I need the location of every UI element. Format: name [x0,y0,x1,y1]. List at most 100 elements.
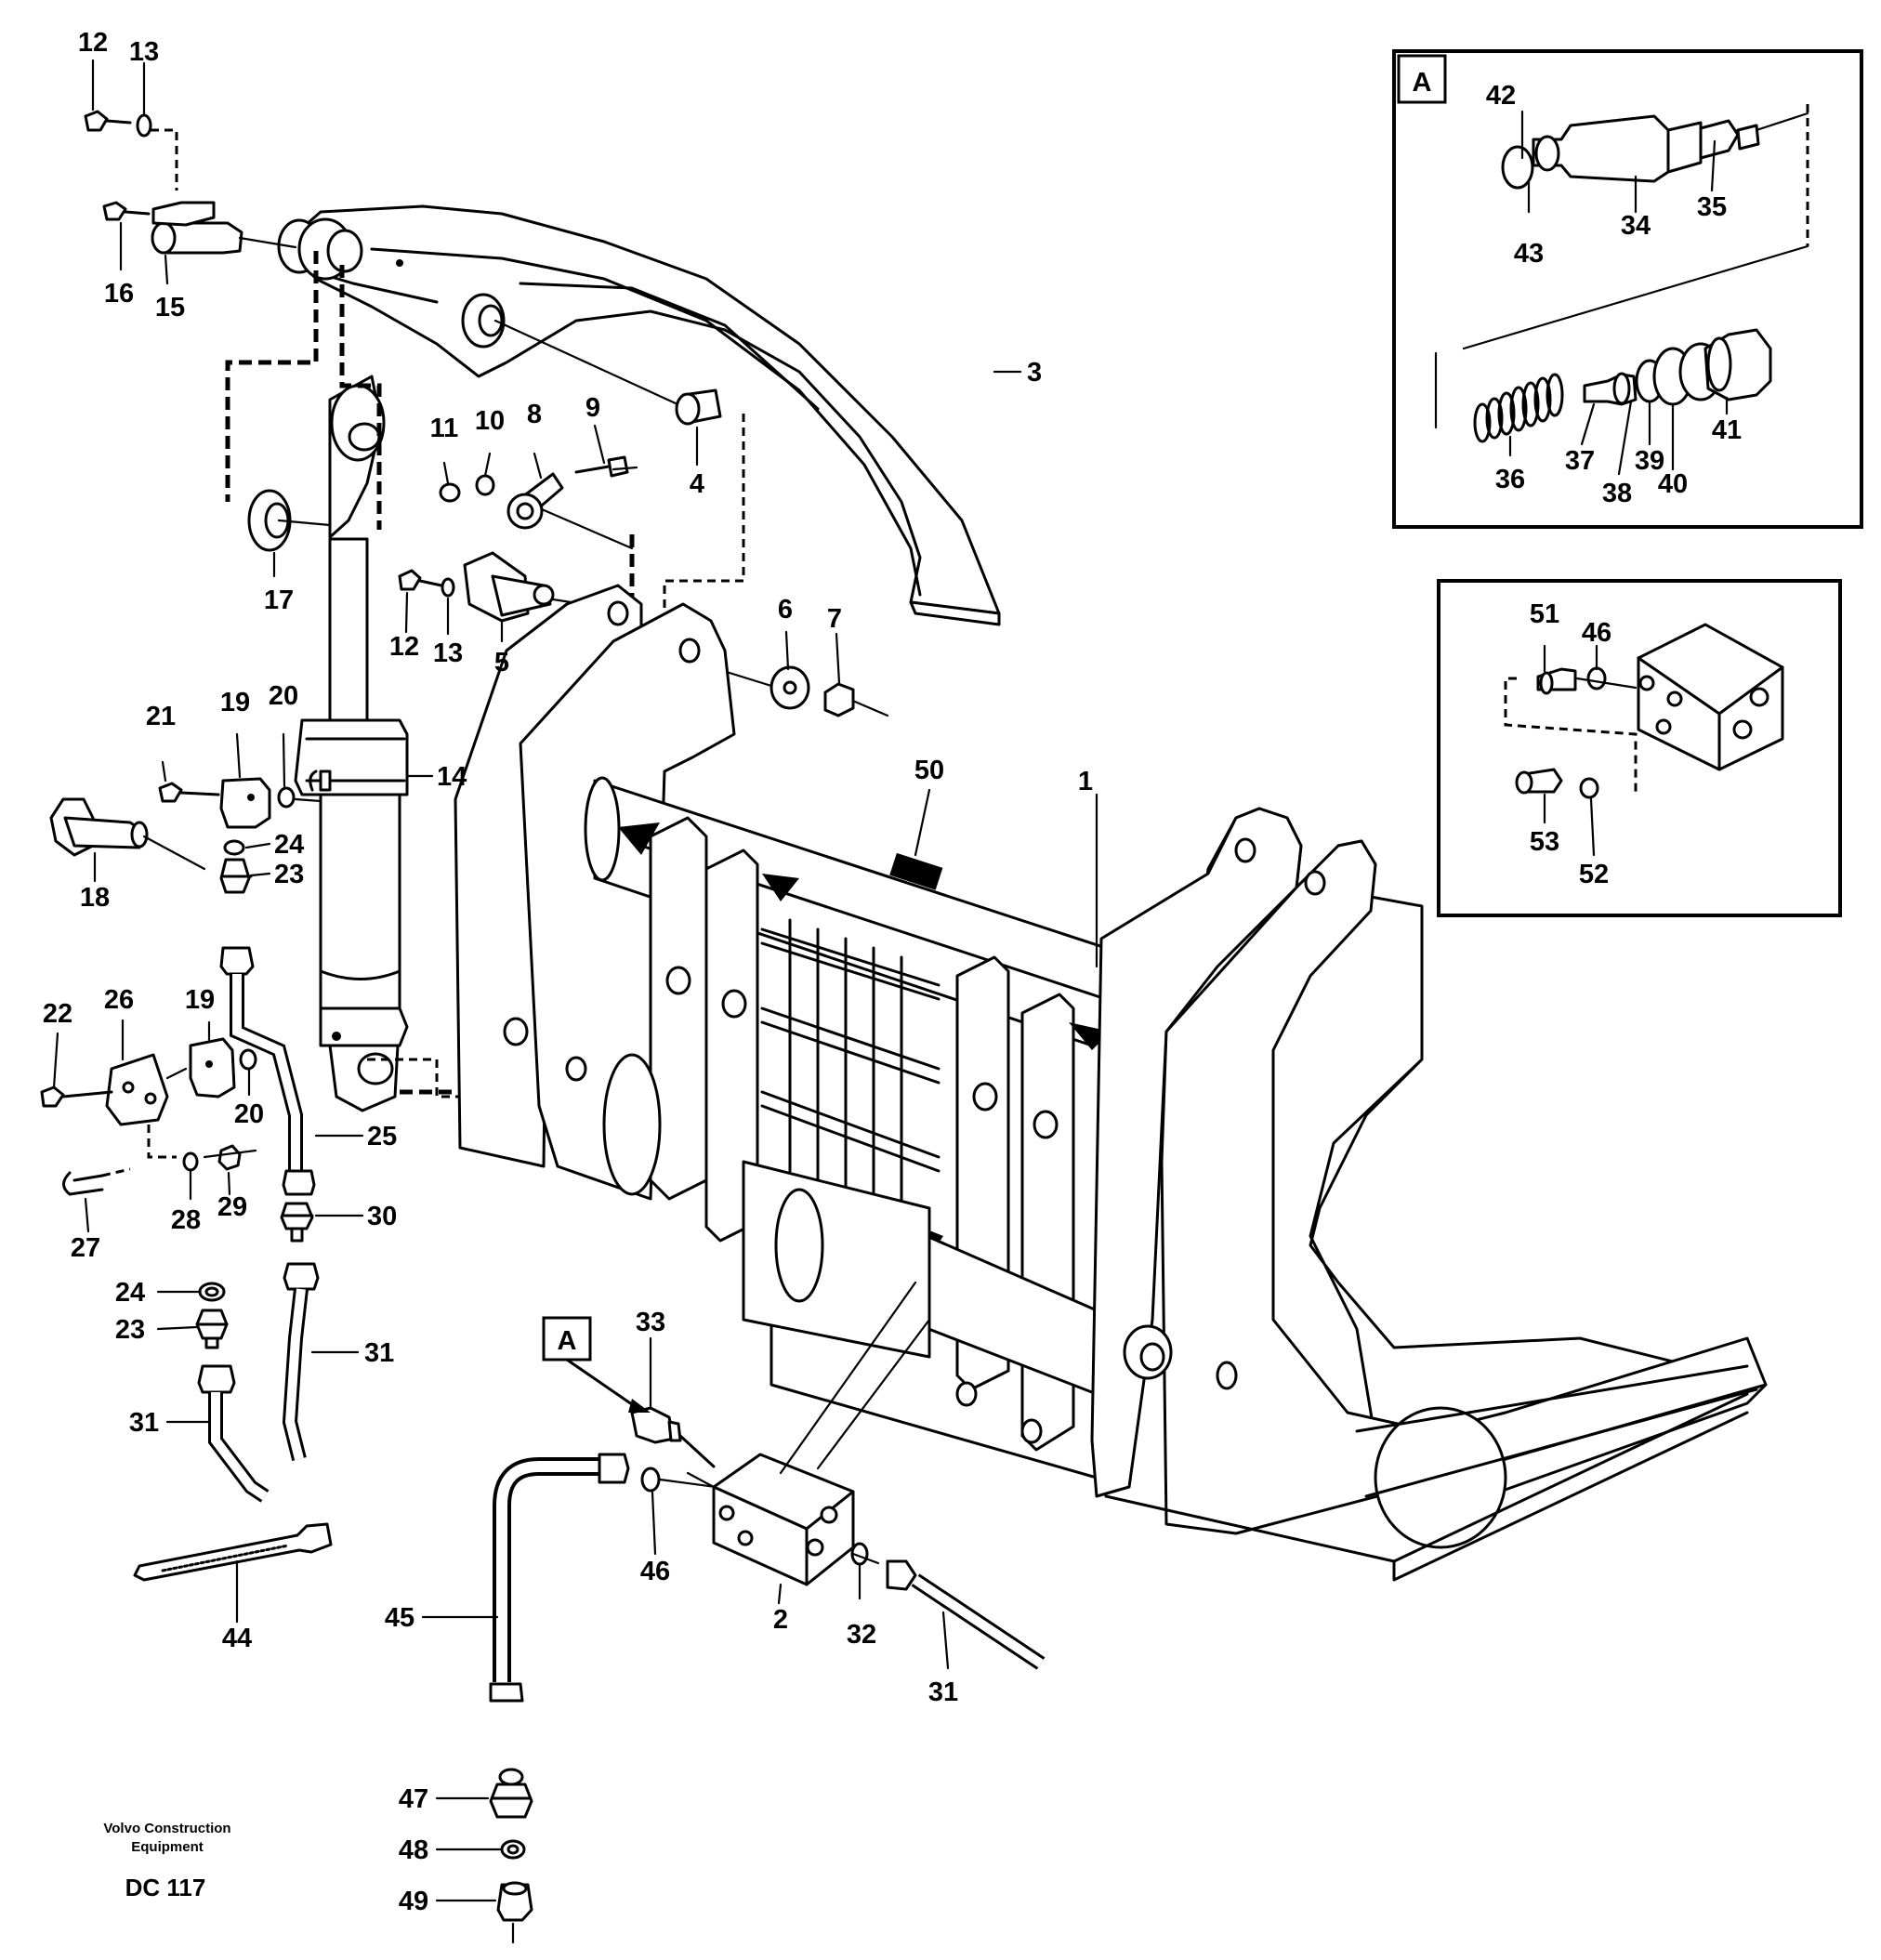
bracket-19-top [158,732,322,829]
label-48: 48 [399,1835,428,1865]
credit-line-2: Equipment [131,1839,204,1855]
pin-15-group [102,201,297,285]
label-27: 27 [71,1233,100,1263]
label-10: 10 [475,406,505,436]
label-7: 7 [827,604,842,634]
hose-31-right [850,1542,1046,1670]
label-36: 36 [1495,465,1525,494]
detail-box-valve-block [1437,579,1842,917]
label-12-b: 12 [389,632,419,662]
detail-box-a: A [1392,49,1863,529]
label-31-b: 31 [129,1408,159,1438]
label-11: 11 [430,414,459,443]
label-29: 29 [217,1192,247,1222]
label-32: 32 [847,1620,876,1650]
label-40: 40 [1658,469,1688,499]
valve-block-2 [686,1281,931,1605]
part-labels: 12 13 16 15 3 4 11 10 8 9 17 12 13 5 6 7… [43,28,1742,1916]
fittings-47-48-49 [435,1768,533,1944]
fitting-30 [280,1202,364,1243]
washer-nut-28-29 [182,1144,257,1201]
label-33: 33 [636,1308,665,1337]
label-44: 44 [222,1624,252,1653]
drawing-code: DC 117 [125,1874,206,1901]
label-19-b: 19 [185,985,215,1015]
label-24: 24 [274,830,304,860]
label-46: 46 [640,1557,670,1586]
label-35: 35 [1697,192,1727,222]
label-9: 9 [585,393,600,423]
label-26: 26 [104,985,134,1015]
label-47: 47 [399,1784,428,1814]
fasteners-6-7 [686,630,889,717]
label-13-b: 13 [433,638,463,668]
label-37: 37 [1565,446,1595,476]
label-41: 41 [1712,415,1742,445]
publisher-credit: Volvo Construction Equipment DC 117 [103,1821,230,1901]
label-38: 38 [1602,479,1632,508]
label-46-b: 46 [1582,618,1611,648]
label-34: 34 [1621,211,1651,241]
fitting-23-24-top [219,839,271,894]
label-43: 43 [1514,239,1544,269]
label-1: 1 [1078,767,1093,796]
label-20-b: 20 [234,1099,264,1129]
label-22: 22 [43,999,72,1029]
label-31: 31 [364,1338,394,1368]
label-24-b: 24 [115,1278,145,1308]
detail-tag-a: A [558,1326,577,1356]
grapple-frame [454,584,1768,1582]
fasteners-8-11 [439,424,638,550]
label-23-b: 23 [115,1315,145,1345]
bracket-26-19-lower [40,1019,257,1126]
label-6: 6 [778,595,793,625]
label-28: 28 [171,1205,201,1235]
label-50: 50 [914,756,944,785]
fittings-23-24-lower [156,1282,229,1349]
hose-25 [219,946,364,1196]
label-15: 15 [155,293,185,322]
hydraulic-cylinder [294,375,409,1112]
label-51: 51 [1530,599,1559,629]
bushing-4 [675,388,722,467]
label-53: 53 [1530,827,1559,857]
label-30: 30 [367,1202,397,1231]
label-19: 19 [220,688,250,717]
pin-5-group [398,551,597,643]
label-18: 18 [80,883,110,913]
leaders-misc [405,370,1022,778]
label-20: 20 [269,681,298,711]
hose-45 [421,1453,717,1703]
credit-line-1: Volvo Construction [103,1821,230,1836]
label-4: 4 [690,469,704,499]
hoses-31-left [165,1262,360,1503]
label-49: 49 [399,1887,428,1916]
fitting-33 [630,1336,716,1468]
detail-box-a-tag: A [1413,68,1432,98]
label-2: 2 [773,1605,788,1635]
detail-tag-a-callout: A [542,1316,651,1413]
grapple-arm [277,204,1001,626]
pin-18 [49,797,206,883]
washer-17 [247,489,332,578]
label-39: 39 [1635,446,1664,476]
label-23: 23 [274,860,304,889]
label-31-c: 31 [928,1677,958,1707]
cable-tie-44 [133,1522,333,1624]
label-45: 45 [385,1603,414,1633]
label-17: 17 [264,585,294,615]
label-12: 12 [78,28,108,58]
bolt-12-13-top [84,59,178,191]
label-21: 21 [146,702,176,731]
label-25: 25 [367,1122,397,1151]
label-3: 3 [1027,358,1042,388]
label-42: 42 [1486,81,1516,111]
label-13: 13 [129,37,159,67]
label-16: 16 [104,279,134,309]
u-bolt-27 [62,1167,131,1233]
label-5: 5 [494,648,509,677]
label-8: 8 [527,400,542,429]
label-14: 14 [437,762,467,792]
